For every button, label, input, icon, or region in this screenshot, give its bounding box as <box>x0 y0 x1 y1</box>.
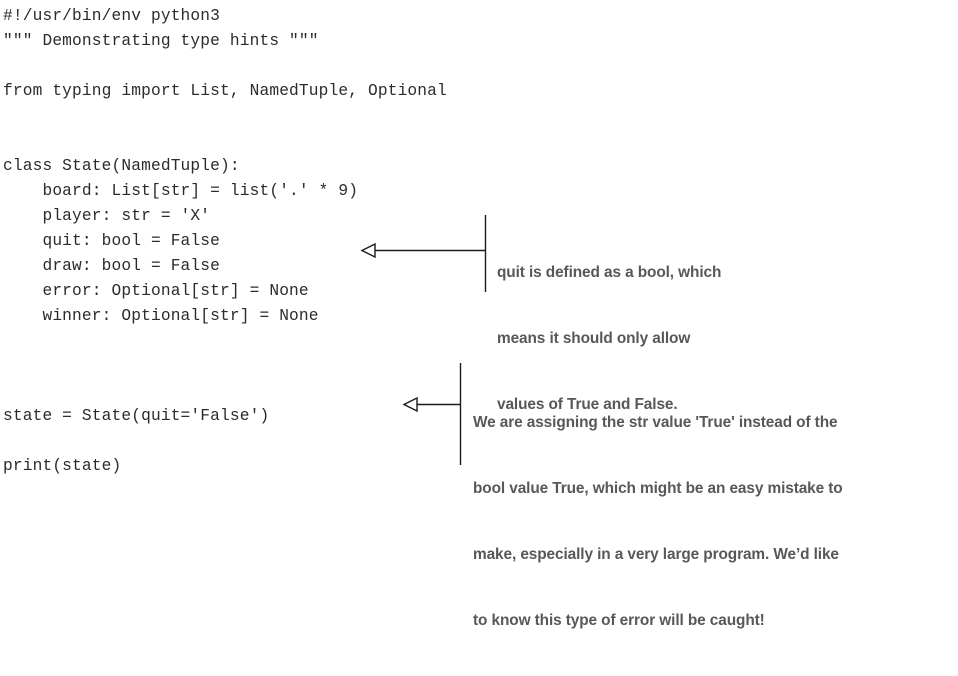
callout-line: to know this type of error will be caugh… <box>473 612 765 629</box>
callout-line: values of True and False. <box>497 396 678 413</box>
code-line-blank <box>3 129 473 154</box>
callout-quit-bool: quit is defined as a bool, which means i… <box>497 218 797 460</box>
code-line: #!/usr/bin/env python3 <box>3 7 221 25</box>
callout-line: means it should only allow <box>497 330 691 347</box>
code-listing: #!/usr/bin/env python3 """ Demonstrating… <box>3 4 473 479</box>
code-line-blank <box>3 104 473 129</box>
code-line-blank <box>3 379 473 404</box>
code-line: board: List[str] = list('.' * 9) <box>3 182 359 200</box>
code-line: draw: bool = False <box>3 257 221 275</box>
code-line-blank <box>3 329 473 354</box>
code-line-blank <box>3 429 473 454</box>
code-line-print: print(state) <box>3 457 122 475</box>
callout-line: bool value True, which might be an easy … <box>473 480 843 497</box>
code-line: from typing import List, NamedTuple, Opt… <box>3 82 447 100</box>
page-canvas: #!/usr/bin/env python3 """ Demonstrating… <box>3 4 843 629</box>
code-line: player: str = 'X' <box>3 207 211 225</box>
callout-line: quit is defined as a bool, which <box>497 264 722 281</box>
code-line-blank <box>3 54 473 79</box>
code-line: winner: Optional[str] = None <box>3 307 319 325</box>
code-line-quit: quit: bool = False <box>3 232 221 250</box>
callout-line: We are assigning the str value 'True' in… <box>473 414 838 431</box>
code-line: class State(NamedTuple): <box>3 157 240 175</box>
code-line-blank <box>3 354 473 379</box>
code-line: error: Optional[str] = None <box>3 282 309 300</box>
callout-str-vs-bool: We are assigning the str value 'True' in… <box>473 368 955 676</box>
code-line-state-assign: state = State(quit='False') <box>3 407 270 425</box>
callout-line: make, especially in a very large program… <box>473 546 839 563</box>
code-line: """ Demonstrating type hints """ <box>3 32 319 50</box>
